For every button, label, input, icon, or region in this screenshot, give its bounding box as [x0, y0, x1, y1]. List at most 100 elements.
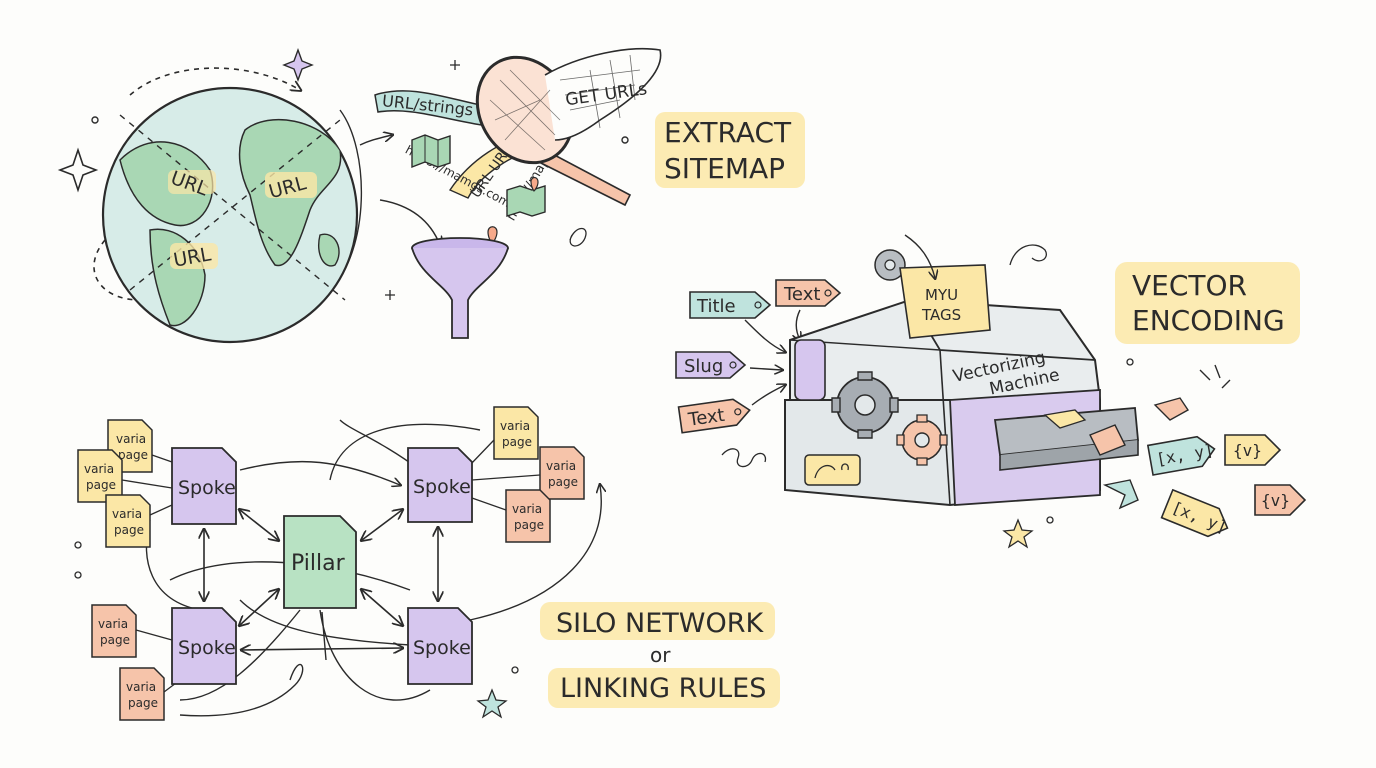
varia-page: varia page	[505, 489, 551, 543]
svg-text:page: page	[118, 448, 148, 462]
link-curve	[319, 609, 431, 701]
output-vector-tag: [x, y]	[1146, 435, 1216, 476]
svg-text:{v}: {v}	[1233, 441, 1262, 460]
output-vector-tag: {v}	[1254, 484, 1307, 516]
link-arrow	[321, 611, 327, 661]
globe-url-highlight-3	[170, 243, 218, 269]
sitemap-heading: SITEMAP	[664, 152, 785, 185]
globe-icon	[101, 86, 359, 344]
link-arrow	[242, 648, 402, 650]
spoke-node: Spoke	[171, 607, 237, 685]
svg-text:Pillar: Pillar	[291, 551, 346, 576]
svg-text:varia: varia	[98, 617, 128, 631]
output-vector-tag: [x, y]	[1160, 488, 1230, 538]
svg-text:Slug: Slug	[684, 356, 723, 377]
svg-text:varia: varia	[546, 459, 576, 473]
page-link	[121, 479, 173, 489]
star-icon	[476, 688, 508, 719]
net-icon	[475, 47, 662, 207]
spoke-node: Spoke	[407, 607, 473, 685]
dot-icon	[74, 541, 82, 549]
svg-text:varia: varia	[512, 502, 542, 516]
link-curve	[145, 519, 201, 611]
page-link	[469, 439, 495, 466]
arrow-shape-icon	[1089, 424, 1126, 456]
arrow-slug-to-machine	[749, 368, 782, 370]
link-arrow	[362, 590, 402, 625]
arrow-title-to-machine	[744, 319, 785, 352]
page-link	[471, 497, 507, 511]
squiggle-icon	[721, 448, 767, 468]
dot-icon	[74, 571, 82, 579]
svg-text:page: page	[502, 435, 532, 449]
arrow-text-to-machine	[751, 385, 785, 406]
extract-heading: EXTRACT	[664, 116, 792, 149]
arrow-into-hopper	[904, 234, 935, 278]
sparkle-icon	[282, 47, 314, 83]
map-icon	[411, 134, 451, 169]
gear-icon	[896, 414, 948, 466]
varia-page: varia page	[105, 494, 151, 548]
varia-page: varia page	[91, 604, 137, 658]
star-icon	[1002, 518, 1034, 549]
dot-icon	[511, 666, 519, 674]
hopper-gear-icon	[874, 249, 906, 281]
vector-encoding-section: Title Slug Text Text	[675, 234, 1307, 549]
link-arrow	[240, 510, 278, 540]
svg-text:varia: varia	[112, 507, 142, 521]
dot-icon	[1126, 358, 1134, 366]
page-link	[471, 474, 541, 481]
link-arrow	[240, 590, 278, 625]
sparkle-icon	[450, 60, 460, 70]
globe-orbit-left	[93, 239, 141, 301]
svg-text:varia: varia	[500, 419, 530, 433]
svg-text:Text: Text	[783, 284, 820, 305]
arrow-text-top-to-machine	[796, 309, 800, 340]
output-vector-tag: {v}	[1224, 434, 1282, 466]
link-arrow	[362, 510, 402, 540]
globe-url-highlight-1	[168, 170, 216, 194]
silo-heading: SILO NETWORK	[556, 608, 764, 639]
page-link	[151, 454, 173, 463]
arrow-to-stream	[359, 135, 392, 146]
arrow-shape-icon	[1102, 479, 1139, 510]
varia-page: varia page	[539, 446, 585, 500]
squiggle-icon	[569, 227, 587, 247]
svg-text:{v}: {v}	[1261, 491, 1290, 510]
pillar-node: Pillar	[283, 515, 357, 609]
gauge-icon	[804, 454, 861, 486]
tag-text: Text	[775, 279, 842, 307]
sparkle-icon	[57, 147, 99, 193]
vector-heading: VECTOR	[1132, 269, 1247, 302]
svg-text:Spoke: Spoke	[413, 637, 471, 659]
varia-page: varia page	[493, 406, 539, 460]
tag-title: Title	[689, 291, 772, 319]
varia-page: varia page	[119, 667, 165, 721]
hopper-label: MYU	[925, 286, 958, 304]
spoke-node: Spoke	[171, 447, 237, 525]
svg-text:page: page	[100, 633, 130, 647]
svg-text:varia: varia	[84, 462, 114, 476]
svg-text:page: page	[548, 475, 578, 489]
globe-url-highlight-2	[265, 172, 317, 198]
spoke-node: Spoke	[407, 447, 473, 523]
link-curve	[179, 663, 304, 717]
linking-heading: LINKING RULES	[560, 673, 766, 704]
gear-icon	[831, 371, 899, 439]
svg-text:Spoke: Spoke	[413, 476, 471, 498]
svg-text:Spoke: Spoke	[178, 477, 236, 499]
url-strings-label: URL/strings	[381, 91, 474, 119]
svg-text:page: page	[128, 696, 158, 710]
link-curve	[469, 485, 601, 621]
map-pin-icon	[506, 176, 546, 217]
dot-icon	[621, 136, 629, 144]
page-link	[135, 629, 173, 641]
hopper-label: TAGS	[921, 306, 961, 324]
sparkle-icon	[385, 290, 395, 300]
dot-icon	[1046, 516, 1054, 524]
sitemap-section: URL URL URL URL/strings URL URLs map://m…	[57, 47, 805, 344]
svg-text:varia: varia	[126, 680, 156, 694]
linking-rules-highlight	[548, 668, 780, 708]
